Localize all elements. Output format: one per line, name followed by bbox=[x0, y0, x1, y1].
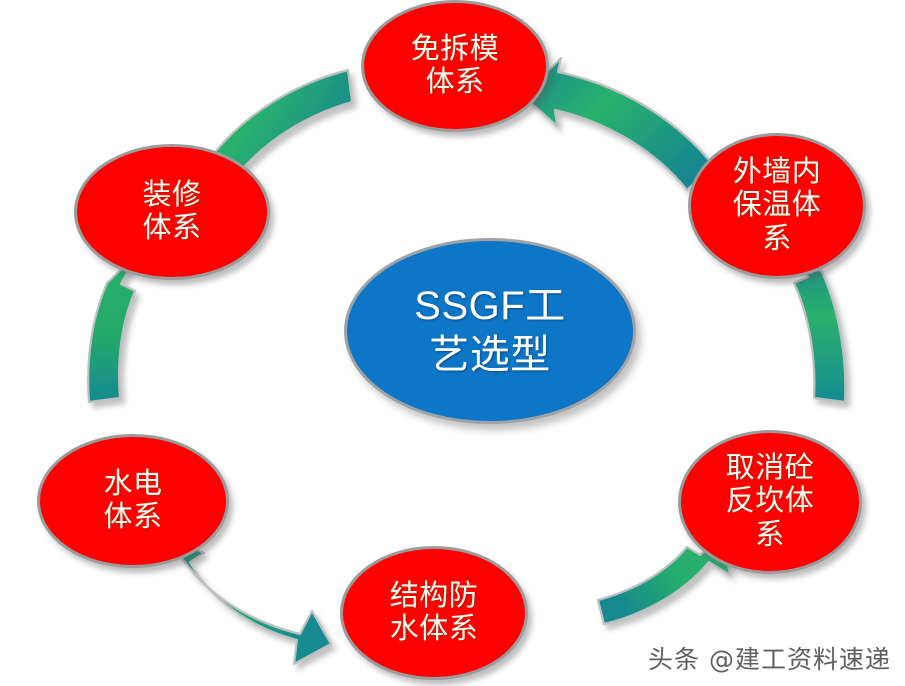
node-shuidian[interactable]: 水电 体系 bbox=[37, 434, 229, 568]
node-zhuangxiu[interactable]: 装修 体系 bbox=[74, 144, 270, 280]
node-zhuangxiu-label: 装修 体系 bbox=[142, 178, 202, 244]
arrow-jiegou-to-shuidian bbox=[172, 538, 333, 666]
arrow-shuidian-to-zhuangxiu bbox=[87, 252, 139, 404]
node-quxiaotong-label: 取消砼 反坎体 系 bbox=[725, 452, 815, 551]
node-waiqiangnei-label: 外墙内 保温体 系 bbox=[732, 156, 822, 255]
node-waiqiangnei[interactable]: 外墙内 保温体 系 bbox=[688, 133, 866, 279]
arrow-waiqiangnei-to-quxiaotong bbox=[789, 244, 847, 404]
center-node[interactable]: SSGF工 艺选型 bbox=[344, 238, 636, 424]
node-quxiaotong[interactable]: 取消砼 反坎体 系 bbox=[678, 430, 862, 574]
arrow-mianchaimo-to-waiqiangnei bbox=[521, 56, 715, 192]
center-node-label: SSGF工 艺选型 bbox=[414, 284, 566, 377]
arrow-quxiaotong-to-jiegou bbox=[596, 533, 732, 626]
node-mianchaimo-label: 免拆模 体系 bbox=[410, 32, 500, 98]
watermark: 头条 @建工资料速递 bbox=[648, 645, 891, 674]
node-shuidian-label: 水电 体系 bbox=[103, 467, 163, 533]
node-mianchaimo[interactable]: 免拆模 体系 bbox=[361, 0, 549, 132]
node-jiegoufangshui[interactable]: 结构防 水体系 bbox=[340, 546, 528, 680]
node-jiegoufangshui-label: 结构防 水体系 bbox=[389, 579, 479, 645]
